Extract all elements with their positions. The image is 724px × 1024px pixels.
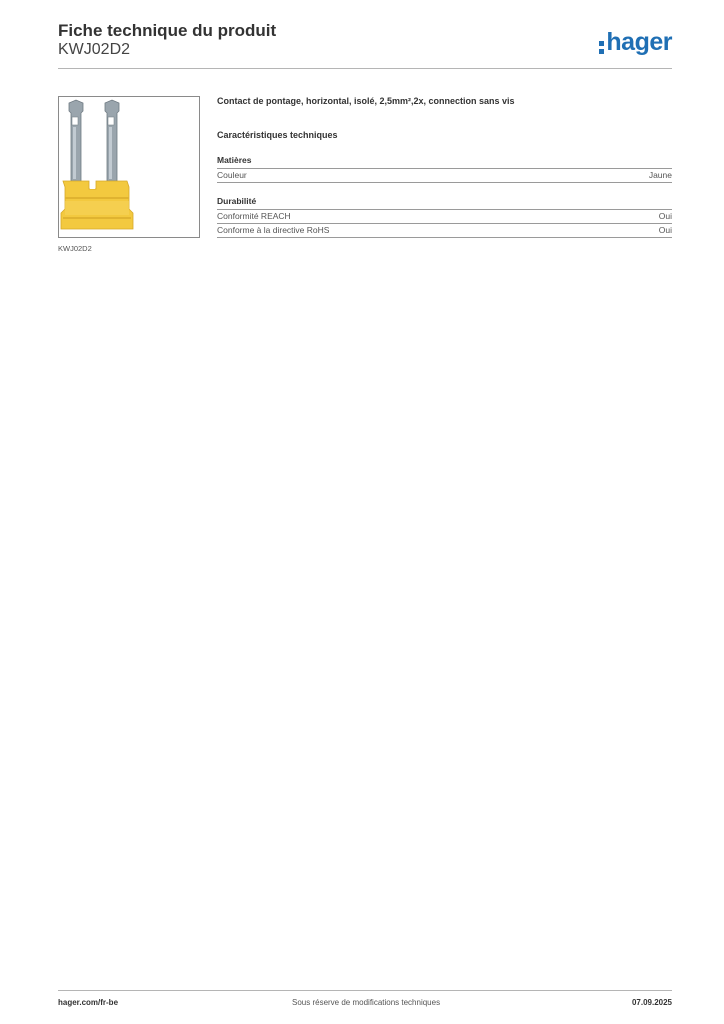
spec-row-color: Couleur Jaune [217,169,672,183]
footer-date: 07.09.2025 [631,998,672,1007]
group-materials: Matières Couleur Jaune [217,155,672,183]
spec-label: Conformité REACH [217,211,291,221]
header-divider [58,68,672,69]
group-durability: Durabilité Conformité REACH Oui Conforme… [217,196,672,238]
product-image [58,96,200,238]
product-reference: KWJ02D2 [58,41,131,58]
image-caption: KWJ02D2 [58,244,92,253]
spec-label: Conforme à la directive RoHS [217,225,330,235]
hager-logo: hager [598,28,672,56]
footer-website-link[interactable]: hager.com/fr-be [58,998,119,1007]
spec-row-reach: Conformité REACH Oui [217,210,672,224]
logo-text: hager [606,28,672,56]
group-heading: Matières [217,155,672,169]
spec-value: Jaune [648,170,672,180]
spec-value: Oui [658,225,672,235]
footer-divider [58,990,672,991]
spec-value: Oui [658,211,672,221]
spec-row-rohs: Conforme à la directive RoHS Oui [217,224,672,238]
bridge-contact-illustration [60,99,134,230]
logo-colon-mark [598,34,605,56]
page-title: Fiche technique du produit [58,21,277,40]
group-heading: Durabilité [217,196,672,210]
product-description: Contact de pontage, horizontal, isolé, 2… [217,96,515,106]
characteristics-heading: Caractéristiques techniques [217,130,338,140]
spec-label: Couleur [217,170,247,180]
product-details: Contact de pontage, horizontal, isolé, 2… [217,96,672,238]
footer-disclaimer: Sous réserve de modifications techniques [292,998,441,1007]
